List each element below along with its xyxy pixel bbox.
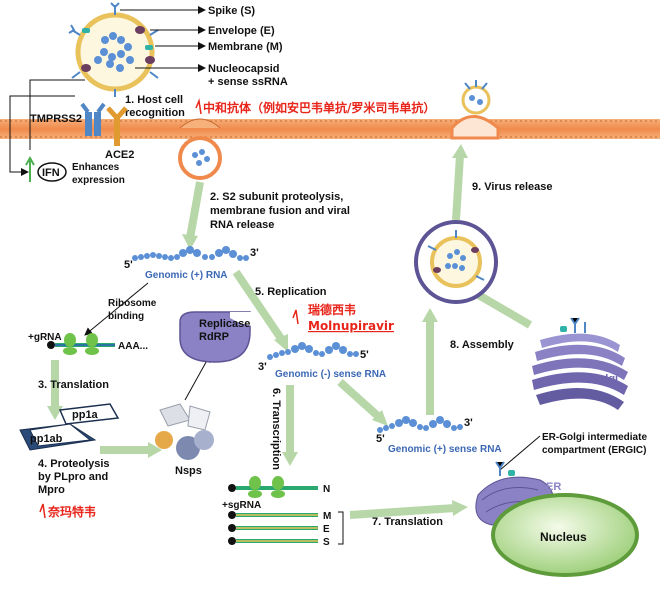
step4-label-a: 4. Proteolysis	[38, 458, 110, 470]
rna2-5prime: 5'	[360, 349, 369, 361]
label-genomic-pos: Genomic (+) RNA	[145, 270, 228, 281]
step2-label-b: membrane fusion and viral	[210, 205, 350, 217]
replicase-rdrp	[179, 311, 252, 363]
polyproteins	[19, 403, 120, 451]
label-rdrp: RdRP	[199, 331, 229, 343]
label-envelope: Envelope (E)	[208, 25, 275, 37]
grna-ribosomes	[47, 333, 115, 355]
label-ssrna: + sense ssRNA	[208, 76, 288, 88]
drug-remdesivir: 瑞德西韦	[308, 302, 356, 317]
label-ribosome-b: binding	[108, 311, 144, 322]
label-E: E	[323, 524, 330, 535]
golgi-apparatus	[532, 317, 628, 410]
step4-label-c: Mpro	[38, 484, 65, 496]
step2-label-c: RNA release	[210, 219, 274, 231]
genomic-positive-sense-rna	[377, 416, 463, 433]
label-nucleus: Nucleus	[540, 530, 587, 544]
step7-label: 7. Translation	[372, 516, 443, 528]
label-sgrna: +sgRNA	[222, 500, 261, 511]
label-nucleocapsid: Nucleocapsid	[208, 63, 280, 75]
label-er: ER	[546, 481, 561, 493]
rna3-5prime: 5'	[376, 433, 385, 445]
label-genomic-pos2: Genomic (+) sense RNA	[388, 444, 502, 455]
virion	[68, 2, 159, 97]
label-ace2: ACE2	[105, 149, 134, 161]
rna1-5prime: 5'	[124, 259, 133, 271]
label-N: N	[323, 484, 330, 495]
label-grna: +gRNA	[28, 332, 62, 343]
assembled-virion-vesicle	[414, 220, 498, 304]
label-spike: Spike (S)	[208, 5, 255, 17]
drug-molnupiravir: Molnupiravir	[308, 319, 394, 333]
step3-label: 3. Translation	[38, 379, 109, 391]
rna2-3prime: 3'	[258, 361, 267, 373]
endocytic-vesicle	[178, 118, 222, 180]
label-pp1a: pp1a	[72, 409, 99, 421]
label-genomic-neg: Genomic (-) sense RNA	[275, 369, 386, 380]
step5-label: 5. Replication	[255, 286, 327, 298]
label-aaa: AAA...	[118, 341, 148, 352]
label-pp1ab: pp1ab	[30, 433, 63, 445]
step1-label-a: 1. Host cell	[125, 94, 183, 106]
step9-label: 9. Virus release	[472, 181, 553, 193]
label-tmprss2: TMPRSS2	[30, 113, 82, 125]
release-vesicle	[450, 80, 500, 140]
ifn-badge	[37, 162, 67, 182]
label-ifn: IFN	[42, 167, 60, 179]
label-ergic-1: ER-Golgi intermediate	[542, 432, 647, 443]
label-ribosome-a: Ribosome	[108, 298, 157, 309]
drug-nirmatrelvir: 奈玛特韦	[47, 504, 96, 519]
label-expression: expression	[72, 175, 125, 186]
rna3-3prime: 3'	[464, 417, 473, 429]
tmprss2-receptor	[80, 102, 106, 136]
step4-label-b: by PLpro and	[38, 471, 108, 483]
step1-label-b: recognition	[125, 107, 185, 119]
label-membrane: Membrane (M)	[208, 41, 283, 53]
genomic-positive-rna	[132, 246, 249, 261]
label-golgi: Golgi	[590, 373, 618, 385]
step8-label: 8. Assembly	[450, 339, 515, 351]
sgrna-set	[228, 476, 344, 545]
label-enhances: Enhances	[72, 162, 120, 173]
label-M: M	[323, 511, 331, 522]
label-replicase: Replicase	[199, 318, 250, 330]
drug-antibody: 中和抗体（例如安巴韦单抗/罗米司韦单抗）	[203, 100, 435, 115]
label-S: S	[323, 537, 330, 548]
genomic-negative-rna	[267, 342, 359, 360]
nucleus	[491, 493, 639, 577]
label-ergic-2: compartment (ERGIC)	[542, 445, 646, 456]
rna1-3prime: 3'	[250, 247, 259, 259]
label-nsps: Nsps	[175, 465, 202, 477]
ace2-receptor	[106, 106, 128, 146]
nsps-proteins	[155, 403, 214, 460]
step2-label-a: 2. S2 subunit proteolysis,	[210, 191, 343, 203]
step6-label: 6. Transcription	[270, 388, 282, 470]
